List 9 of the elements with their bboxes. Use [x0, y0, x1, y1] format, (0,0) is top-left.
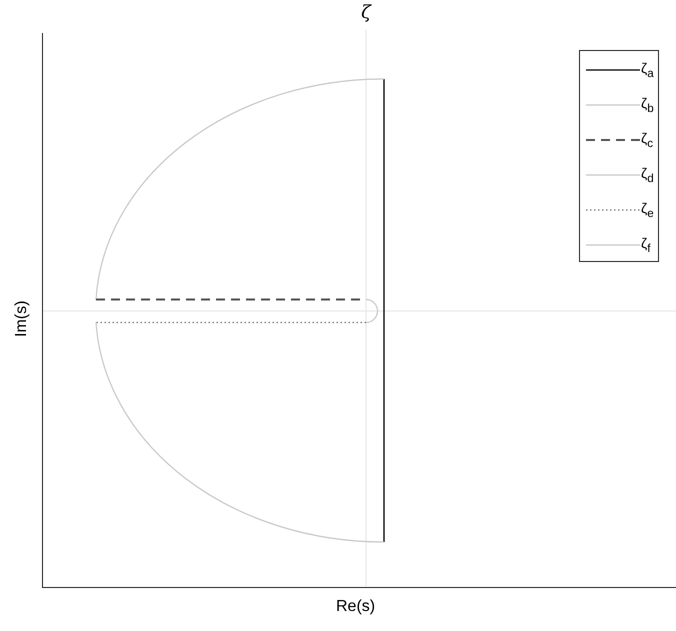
y-axis-label: Im(s) — [13, 300, 31, 337]
legend-label: ζ$_{f}$ — [641, 235, 650, 257]
legend-label: ζ$_{b}$ — [641, 95, 654, 117]
x-axis-label: Re(s) — [336, 598, 376, 616]
legend-label: ζ$_{c}$ — [641, 130, 654, 152]
legend-label: ζ$_{a}$ — [641, 60, 654, 82]
legend-label: ζ$_{d}$ — [641, 165, 654, 187]
plot-title: ζ — [360, 2, 373, 23]
legend-label: ζ$_{e}$ — [641, 200, 654, 222]
